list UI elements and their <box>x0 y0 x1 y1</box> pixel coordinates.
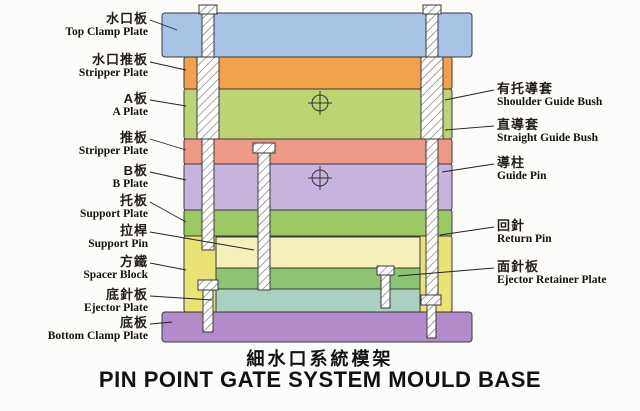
label-bottom-clamp-plate: 底板 Bottom Clamp Plate <box>0 315 150 343</box>
leader-guide-pin <box>441 163 495 173</box>
leader-straight-guide-bush <box>444 125 495 131</box>
label-en: Support Pin <box>88 238 148 251</box>
label-spacer-block: 方鐵 Spacer Block <box>0 254 150 282</box>
label-stripper-plate-mid: 推板 Stripper Plate <box>0 130 150 158</box>
retainer-bolt-shaft <box>380 274 391 309</box>
label-zh: 直導套 <box>497 117 540 132</box>
label-en: Ejector Retainer Plate <box>497 274 607 287</box>
pins-and-bolts <box>196 4 444 339</box>
label-en: Spacer Block <box>83 269 148 282</box>
label-zh: A板 <box>123 91 148 106</box>
plate-b <box>183 163 453 211</box>
label-en: Guide Pin <box>497 170 547 183</box>
leader-a-plate <box>149 99 187 107</box>
leader-support-plate <box>149 201 187 223</box>
leader-ejector-plate <box>149 295 213 301</box>
label-stripper-plate-top: 水口推板 Stripper Plate <box>0 52 150 80</box>
label-straight-guide-bush: 直導套 Straight Guide Bush <box>497 117 640 145</box>
left-bolt-shaft <box>202 289 214 333</box>
right-rod-cap <box>422 4 442 15</box>
label-zh: 面針板 <box>497 259 540 274</box>
left-shoulder-guide-bush <box>196 56 220 140</box>
label-zh: 回針 <box>497 218 526 233</box>
label-return-pin: 回針 Return Pin <box>497 218 640 246</box>
leader-b-plate <box>149 171 187 181</box>
center-marks <box>308 91 332 190</box>
page-title-chinese: 細水口系統模架 <box>246 349 394 369</box>
support-pin-rod <box>257 152 271 291</box>
label-b-plate: B板 B Plate <box>0 163 150 191</box>
label-top-clamp-plate: 水口板 Top Clamp Plate <box>0 11 150 39</box>
leader-lines <box>149 19 495 325</box>
right-guide-rod <box>425 12 439 296</box>
plate-stripper-top <box>183 56 453 90</box>
label-zh: 水口推板 <box>91 52 148 67</box>
leader-return-pin <box>439 226 495 236</box>
label-zh: 拉桿 <box>119 223 148 238</box>
plate-a <box>183 88 453 140</box>
leader-stripper-mid <box>149 138 187 151</box>
label-zh: 水口板 <box>105 11 148 26</box>
leader-stripper-top <box>149 61 187 71</box>
label-zh: 導柱 <box>497 155 526 170</box>
right-bolt-head <box>420 294 442 306</box>
leader-shoulder-guide-bush <box>444 89 495 101</box>
label-en: Support Plate <box>79 208 148 221</box>
label-zh: 托板 <box>119 193 148 208</box>
label-zh: 推板 <box>119 130 148 145</box>
label-en: Bottom Clamp Plate <box>47 330 148 343</box>
page-title-english: PIN POINT GATE SYSTEM MOULD BASE <box>98 367 542 392</box>
label-en: A Plate <box>112 106 148 119</box>
label-zh: B板 <box>123 163 148 178</box>
right-straight-guide-bush <box>420 56 444 140</box>
leader-spacer-block <box>149 262 187 271</box>
label-zh: 方鐵 <box>119 254 148 269</box>
label-ejector-plate: 底針板 Ejector Plate <box>0 287 150 315</box>
label-en: Stripper Plate <box>78 145 148 158</box>
label-en: Shoulder Guide Bush <box>497 96 603 109</box>
label-zh: 底板 <box>119 315 148 330</box>
plate-stack <box>161 12 473 343</box>
leader-support-pin <box>149 231 255 251</box>
plate-bottom-clamp <box>161 311 473 343</box>
label-guide-pin: 導柱 Guide Pin <box>497 155 640 183</box>
label-a-plate: A板 A Plate <box>0 91 150 119</box>
retainer-bolt-head <box>376 265 395 276</box>
right-bolt-shaft <box>426 304 437 339</box>
label-shoulder-guide-bush: 有托導套 Shoulder Guide Bush <box>497 81 640 109</box>
left-rod-cap <box>198 4 218 15</box>
label-ejector-retainer-plate: 面針板 Ejector Retainer Plate <box>497 259 640 287</box>
leader-top-clamp <box>149 19 178 31</box>
label-support-plate: 托板 Support Plate <box>0 193 150 221</box>
label-zh: 有托導套 <box>497 81 554 96</box>
label-en: Straight Guide Bush <box>497 132 598 145</box>
label-en: Top Clamp Plate <box>65 26 148 39</box>
label-support-pin: 拉桿 Support Pin <box>0 223 150 251</box>
plate-support <box>183 209 453 237</box>
plate-stripper-mid <box>183 138 453 165</box>
leader-bottom-clamp <box>149 321 173 325</box>
leader-ejector-retainer <box>397 267 495 277</box>
label-en: Return Pin <box>497 233 552 246</box>
label-en: Ejector Plate <box>84 302 148 315</box>
label-zh: 底針板 <box>105 287 148 302</box>
label-en: Stripper Plate <box>78 67 148 80</box>
left-bolt-head <box>197 279 219 291</box>
support-pin-head <box>252 142 276 154</box>
label-en: B Plate <box>112 178 148 191</box>
